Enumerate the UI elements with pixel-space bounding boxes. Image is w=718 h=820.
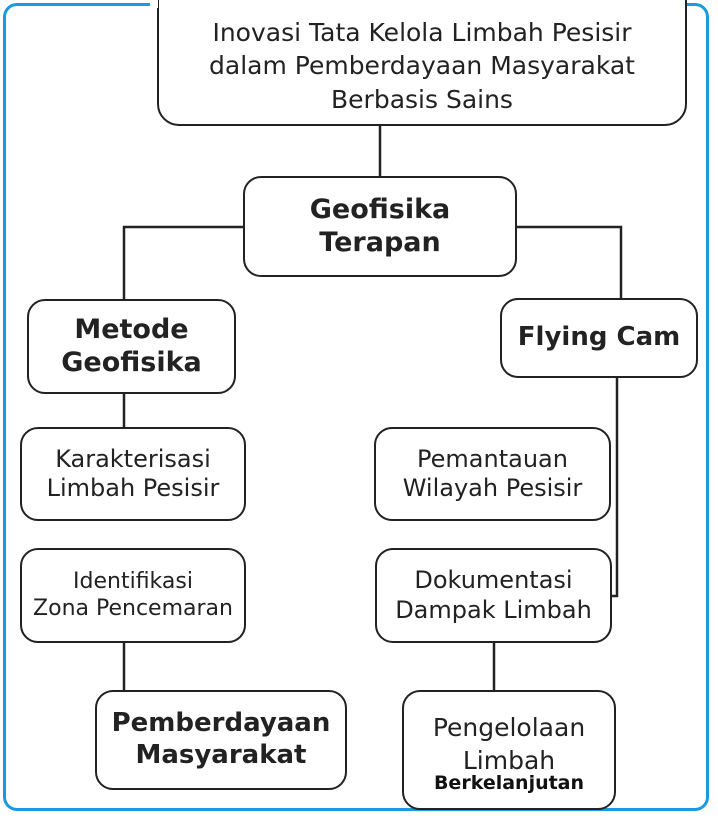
metode-geofisika-label: Metode Geofisika: [61, 313, 202, 378]
berkelanjutan-label: Berkelanjutan: [433, 772, 585, 794]
dokumentasi-dampak-label: Dokumentasi Dampak Limbah: [395, 566, 592, 624]
diagram-frame: [3, 3, 709, 811]
root-label: Inovasi Tata Kelola Limbah Pesisir dalam…: [209, 18, 635, 114]
pemantauan-wilayah-label: Pemantauan Wilayah Pesisir: [402, 444, 583, 502]
dokumentasi-dampak-node: Dokumentasi Dampak Limbah: [375, 548, 612, 643]
edge-mask: [150, 0, 158, 8]
metode-geofisika-node: Metode Geofisika: [27, 299, 236, 394]
karakterisasi-limbah-node: Karakterisasi Limbah Pesisir: [20, 427, 246, 521]
pemberdayaan-masyarakat-label: Pemberdayaan Masyarakat: [111, 708, 331, 770]
pemberdayaan-masyarakat-node: Pemberdayaan Masyarakat: [95, 690, 347, 790]
root-node: Inovasi Tata Kelola Limbah Pesisir dalam…: [157, 0, 687, 126]
identifikasi-zona-label: Identifikasi Zona Pencemaran: [33, 568, 233, 621]
connector-flying-dokumentasi: [612, 378, 619, 598]
karakterisasi-limbah-label: Karakterisasi Limbah Pesisir: [46, 444, 220, 502]
pengelolaan-limbah-label: Pengelolaan Limbah: [432, 713, 586, 775]
connector-geofisika-flying: [517, 225, 623, 298]
flying-cam-label: Flying Cam: [517, 322, 681, 353]
connector-geofisika-metode: [122, 225, 243, 299]
pemantauan-wilayah-node: Pemantauan Wilayah Pesisir: [374, 427, 611, 521]
geofisika-terapan-label: Geofisika Terapan: [309, 193, 451, 258]
geofisika-terapan-node: Geofisika Terapan: [243, 176, 517, 277]
identifikasi-zona-node: Identifikasi Zona Pencemaran: [20, 548, 246, 643]
flying-cam-node: Flying Cam: [500, 298, 698, 378]
pengelolaan-limbah-node: Pengelolaan Limbah Berkelanjutan: [402, 690, 616, 810]
